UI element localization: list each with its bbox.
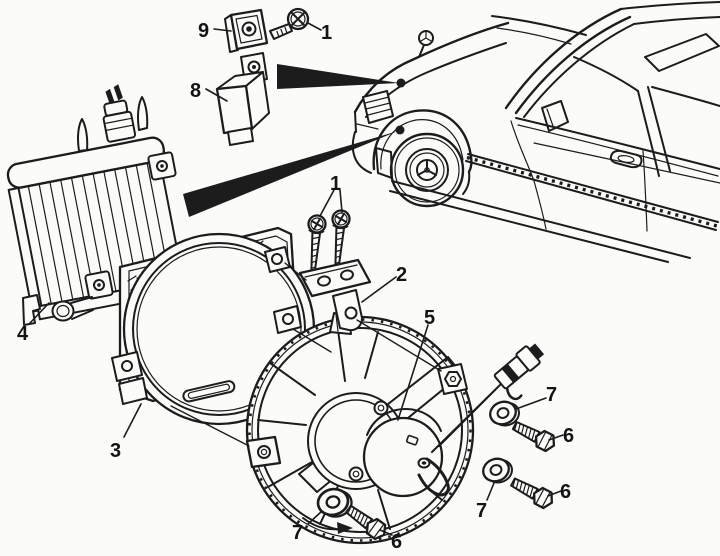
cooler-tab bbox=[84, 270, 114, 300]
bracket-part-2 bbox=[298, 258, 372, 332]
callout-labels: 9 1 8 1 2 5 3 4 7 6 7 6 7 6 bbox=[17, 20, 574, 553]
callout-7-washer-upper: 7 bbox=[546, 384, 557, 406]
callout-6-bolt-lower: 6 bbox=[560, 481, 571, 503]
motor-strap bbox=[417, 457, 450, 497]
wheel-star-emblem bbox=[417, 159, 437, 176]
car-body bbox=[351, 1, 720, 263]
hex-bolt bbox=[509, 416, 560, 455]
hood-star-ornament bbox=[418, 30, 434, 58]
car-location-view bbox=[351, 1, 720, 263]
shroud-tab bbox=[111, 351, 143, 382]
cooler-tab bbox=[147, 151, 177, 181]
callout-2-bracket: 2 bbox=[396, 264, 407, 286]
callout-6-bolt-bottom: 6 bbox=[391, 531, 402, 553]
motor-mount-ear bbox=[373, 400, 389, 416]
location-dot-upper bbox=[396, 78, 406, 88]
cooler-bottom-bracket bbox=[22, 294, 41, 326]
callout-5-fan-motor: 5 bbox=[424, 307, 435, 329]
washer bbox=[478, 453, 517, 489]
callout-4-oil-cooler: 4 bbox=[17, 323, 29, 345]
sunroof bbox=[644, 33, 720, 72]
screw-part-1-top bbox=[269, 7, 310, 40]
fan-ring-tab-right bbox=[437, 363, 468, 395]
location-dot-lower bbox=[395, 125, 405, 135]
direction-arrow bbox=[302, 517, 353, 534]
assembly-alignment-lines bbox=[170, 262, 442, 447]
shroud-foot bbox=[118, 377, 148, 405]
fan-ring-tab-left bbox=[245, 435, 282, 469]
callout-leader-lines bbox=[29, 22, 564, 536]
clip-nut-part-9 bbox=[224, 8, 269, 53]
callout-9-clip-nut: 9 bbox=[198, 20, 209, 42]
headlight bbox=[362, 90, 394, 124]
callout-3-fan-shroud: 3 bbox=[110, 440, 121, 462]
door-handle bbox=[609, 149, 643, 169]
callout-7-washer-bottom: 7 bbox=[292, 522, 303, 544]
callout-1-screw-top: 1 bbox=[321, 22, 332, 44]
location-arrow-lower bbox=[183, 131, 398, 217]
hex-bolt bbox=[507, 473, 558, 512]
cooler-pin bbox=[137, 96, 149, 131]
cooler-outlet-pipe bbox=[51, 296, 94, 322]
motor-harness-connector bbox=[431, 343, 545, 453]
location-arrow-upper bbox=[277, 64, 399, 89]
cooler-pin bbox=[77, 118, 89, 152]
fan-assembly-part-5 bbox=[245, 312, 475, 545]
motor-mount-ear bbox=[348, 466, 364, 482]
callout-1-bracket-screws: 1 bbox=[330, 173, 341, 195]
relay-part-8 bbox=[215, 52, 270, 146]
callout-8-relay: 8 bbox=[190, 80, 201, 102]
thermo-switch bbox=[102, 84, 137, 143]
fan-motor bbox=[362, 408, 444, 498]
location-arrows bbox=[183, 64, 406, 217]
side-mirror bbox=[541, 100, 569, 132]
front-wheel bbox=[372, 109, 473, 208]
callout-7-washer-lower: 7 bbox=[476, 500, 487, 522]
shroud-slot bbox=[182, 380, 236, 403]
callout-6-bolt-upper: 6 bbox=[563, 425, 574, 447]
shroud-tab bbox=[264, 246, 291, 273]
shroud-tab bbox=[273, 305, 302, 334]
